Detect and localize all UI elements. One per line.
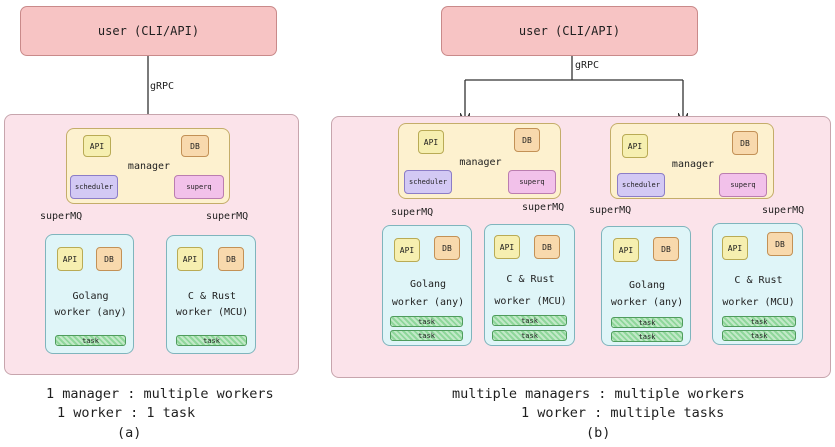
manager-label: manager <box>127 161 171 172</box>
grpc-label-b: gRPC <box>575 60 600 71</box>
api-icon: API <box>177 247 203 271</box>
task-bar: task <box>492 315 567 326</box>
user-box-a: user (CLI/API) <box>20 6 277 56</box>
worker-mcu-label: worker (MCU) <box>175 307 249 318</box>
api-icon: API <box>613 238 639 262</box>
task-bar: task <box>611 317 683 328</box>
grpc-split-b <box>465 56 683 81</box>
crust-label: C & Rust <box>506 274 555 285</box>
db-icon: DB <box>514 128 540 152</box>
supermq-label-b1-right: superMQ <box>522 202 565 213</box>
db-icon: DB <box>434 236 460 260</box>
caption-b-line2: 1 worker : multiple tasks <box>521 405 725 421</box>
supermq-label-b2-left: superMQ <box>589 205 632 216</box>
golang-label: Golang <box>409 279 447 290</box>
superq-box: superq <box>508 170 556 194</box>
api-icon: API <box>418 130 444 154</box>
crust-worker-a: API DB C & Rust worker (MCU) task <box>166 235 256 354</box>
manager-label: manager <box>459 157 502 168</box>
supermq-label-a-right: superMQ <box>206 211 249 222</box>
golang-label: Golang <box>72 291 109 302</box>
supermq-label-b2-right: superMQ <box>762 205 805 216</box>
worker-any-label: worker (any) <box>610 297 684 308</box>
golang-worker-a: API DB Golang worker (any) task <box>45 234 134 354</box>
manager-label: manager <box>671 159 715 170</box>
user-label: user (CLI/API) <box>518 24 621 38</box>
caption-a-line1: 1 manager : multiple workers <box>46 386 274 402</box>
crust-label: C & Rust <box>187 291 237 302</box>
caption-a-line2: 1 worker : 1 task <box>57 405 196 421</box>
api-icon: API <box>394 238 420 262</box>
task-bar: task <box>722 330 796 341</box>
supermq-label-a-left: superMQ <box>40 211 83 222</box>
db-icon: DB <box>534 235 560 259</box>
crust-worker-b2: API DB C & Rust worker (MCU) task task <box>712 223 803 345</box>
db-icon: DB <box>181 135 209 157</box>
worker-mcu-label: worker (MCU) <box>722 297 795 308</box>
task-bar: task <box>176 335 247 346</box>
task-bar: task <box>55 335 126 346</box>
worker-mcu-label: worker (MCU) <box>494 296 567 307</box>
grpc-label-a: gRPC <box>150 81 175 92</box>
task-bar: task <box>390 316 463 327</box>
db-icon: DB <box>767 232 793 256</box>
golang-label: Golang <box>628 280 666 291</box>
db-icon: DB <box>96 247 122 271</box>
manager-box-b2: API DB manager scheduler superq <box>610 123 774 199</box>
user-label: user (CLI/API) <box>97 24 200 38</box>
scheduler-box: scheduler <box>617 173 665 197</box>
worker-any-label: worker (any) <box>391 297 465 308</box>
superq-box: superq <box>174 175 224 199</box>
api-icon: API <box>83 135 111 157</box>
worker-any-label: worker (any) <box>54 307 127 318</box>
caption-b-line1: multiple managers : multiple workers <box>452 386 745 402</box>
manager-box-a: API DB manager scheduler superq <box>66 128 230 204</box>
db-icon: DB <box>218 247 244 271</box>
scheduler-box: scheduler <box>70 175 118 199</box>
task-bar: task <box>722 316 796 327</box>
db-icon: DB <box>732 131 758 155</box>
caption-b-tag: (b) <box>586 425 611 441</box>
api-icon: API <box>622 134 648 158</box>
user-box-b: user (CLI/API) <box>441 6 698 56</box>
supermq-label-b1-left: superMQ <box>391 207 434 218</box>
task-bar: task <box>390 330 463 341</box>
api-icon: API <box>722 236 748 260</box>
crust-label: C & Rust <box>734 275 783 286</box>
crust-worker-b1: API DB C & Rust worker (MCU) task task <box>484 224 575 346</box>
api-icon: API <box>494 235 520 259</box>
manager-box-b1: API DB manager scheduler superq <box>398 123 561 199</box>
golang-worker-b1: API DB Golang worker (any) task task <box>382 225 472 346</box>
golang-worker-b2: API DB Golang worker (any) task task <box>601 226 691 346</box>
api-icon: API <box>57 247 83 271</box>
task-bar: task <box>492 330 567 341</box>
superq-box: superq <box>719 173 767 197</box>
scheduler-box: scheduler <box>404 170 452 194</box>
db-icon: DB <box>653 237 679 261</box>
caption-a-tag: (a) <box>117 425 142 441</box>
task-bar: task <box>611 331 683 342</box>
